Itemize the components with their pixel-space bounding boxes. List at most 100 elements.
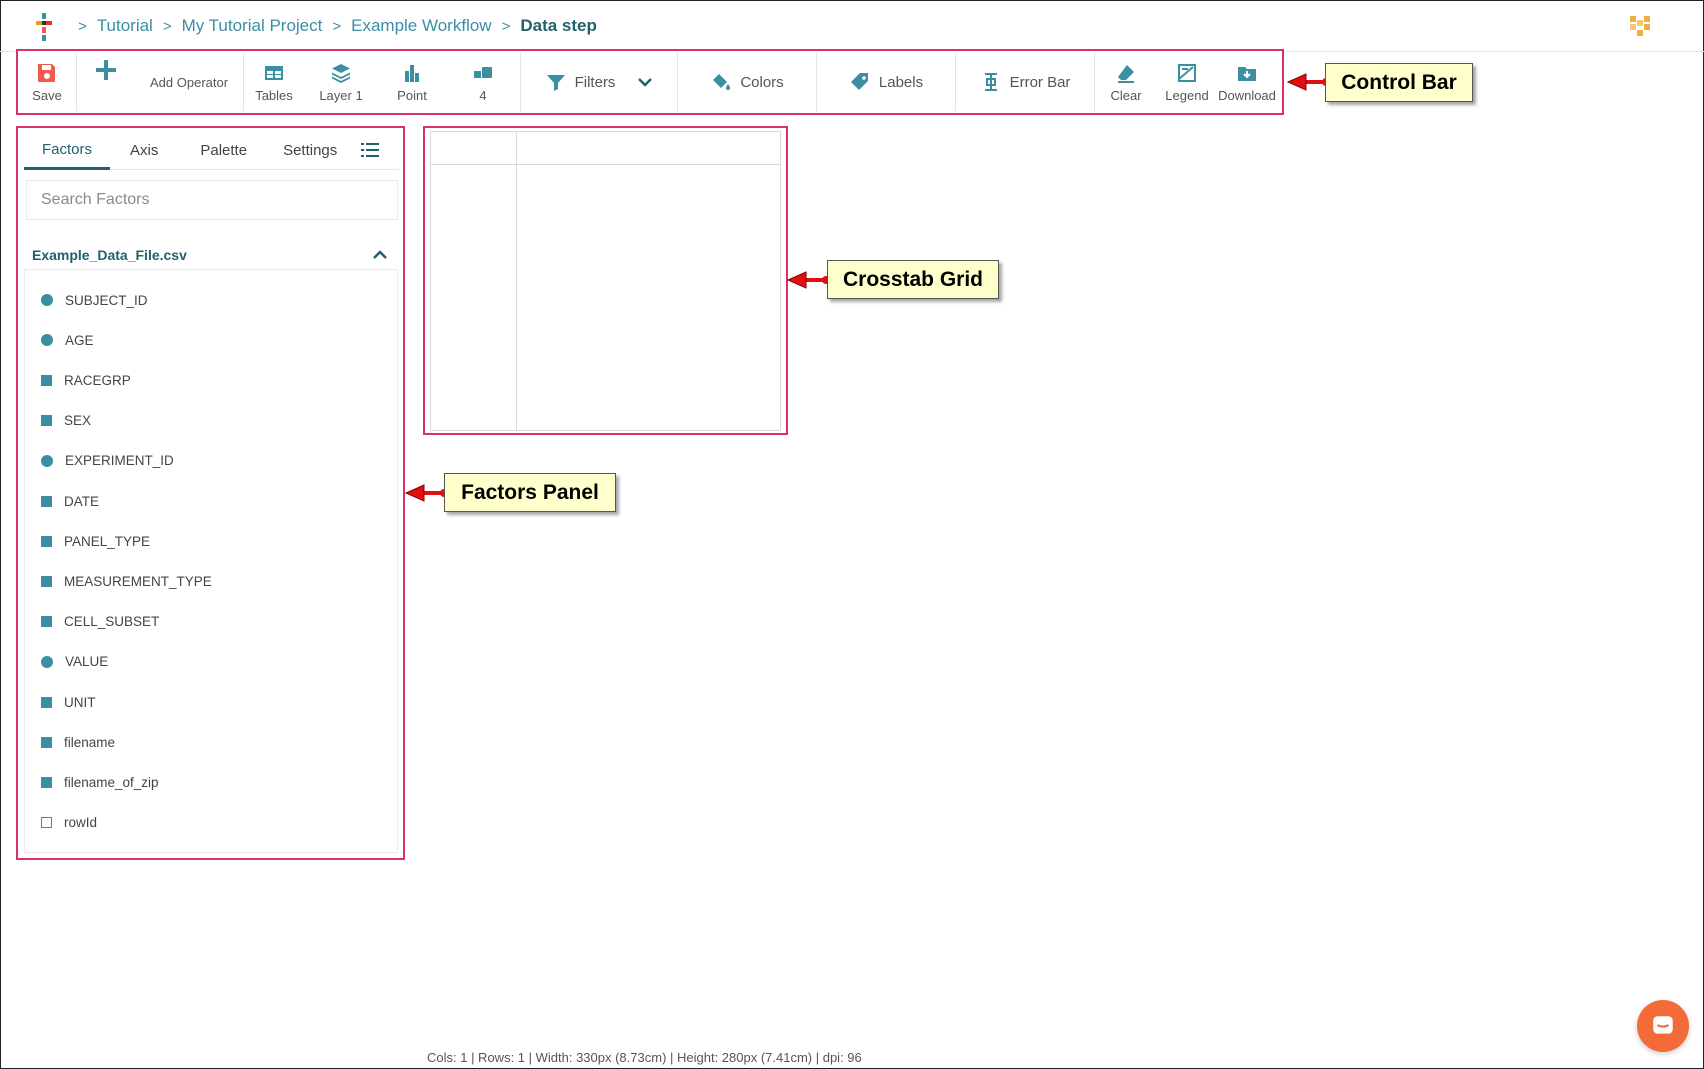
- layer-button[interactable]: Layer 1: [304, 51, 378, 113]
- download-button[interactable]: Download: [1217, 51, 1277, 113]
- factors-panel-callout: Factors Panel: [444, 473, 616, 512]
- numeric-factor-icon: [41, 655, 53, 668]
- divider: [955, 53, 956, 111]
- download-label: Download: [1218, 87, 1276, 103]
- clear-label: Clear: [1110, 87, 1142, 103]
- error-bar-icon: [984, 73, 997, 91]
- save-icon: [38, 63, 55, 82]
- legend-label: Legend: [1165, 87, 1209, 103]
- divider: [520, 53, 521, 111]
- size-button[interactable]: 4: [446, 51, 520, 113]
- breadcrumb-current: Data step: [520, 16, 597, 35]
- divider: [1094, 53, 1095, 111]
- colors-button[interactable]: Colors: [678, 51, 816, 113]
- divider: [76, 53, 77, 111]
- app-logo-icon[interactable]: [34, 13, 54, 41]
- crosstab-header-divider: [431, 164, 780, 165]
- factor-item[interactable]: VALUE: [25, 650, 108, 674]
- factor-label: DATE: [64, 493, 100, 509]
- factor-label: SEX: [64, 413, 92, 429]
- factor-list: SUBJECT_ID AGE RACEGRP SEX EXPERIMENT_ID DATE…: [24, 269, 398, 853]
- filter-icon: [546, 75, 565, 91]
- categorical-factor-icon: [41, 616, 52, 628]
- layer-label: Layer 1: [319, 87, 363, 103]
- tab-axis[interactable]: Axis: [130, 142, 159, 159]
- tables-button[interactable]: Tables: [244, 51, 304, 113]
- filters-label: Filters: [574, 73, 616, 91]
- chat-button[interactable]: [1637, 1000, 1689, 1052]
- breadcrumb-tutorial[interactable]: Tutorial: [96, 16, 153, 35]
- control-bar: Save Add Operator Tables Layer 1: [16, 49, 1284, 115]
- list-view-icon[interactable]: [361, 142, 379, 158]
- tab-factors[interactable]: Factors: [24, 132, 111, 170]
- factor-item[interactable]: filename_of_zip: [25, 770, 159, 794]
- tag-icon: [850, 73, 868, 90]
- factor-item[interactable]: MEASUREMENT_TYPE: [25, 569, 212, 593]
- factor-label: PANEL_TYPE: [64, 533, 151, 549]
- categorical-factor-icon: [41, 374, 52, 386]
- factor-item[interactable]: filename: [25, 730, 115, 754]
- factor-item[interactable]: SUBJECT_ID: [25, 288, 148, 312]
- factor-item[interactable]: SEX: [25, 409, 91, 433]
- save-label: Save: [32, 87, 62, 103]
- crosstab-callout: Crosstab Grid: [827, 260, 999, 299]
- factor-item[interactable]: UNIT: [25, 690, 96, 714]
- filters-button[interactable]: Filters: [521, 51, 677, 113]
- breadcrumb-separator: >: [162, 17, 172, 35]
- factors-panel-callout-text: Factors Panel: [461, 480, 599, 504]
- paint-bucket-icon: [713, 74, 731, 90]
- point-button[interactable]: Point: [378, 51, 446, 113]
- factor-label: MEASUREMENT_TYPE: [64, 573, 212, 589]
- add-operator-button[interactable]: Add Operator: [77, 51, 243, 113]
- chat-icon: [1653, 1016, 1673, 1034]
- breadcrumb-separator: >: [78, 17, 87, 35]
- breadcrumb-separator: >: [332, 17, 342, 35]
- table-icon: [265, 65, 283, 80]
- categorical-factor-icon: [41, 817, 52, 829]
- search-factors-input[interactable]: [26, 180, 398, 220]
- categorical-factor-icon: [41, 736, 52, 748]
- labels-label: Labels: [878, 73, 924, 91]
- layers-icon: [332, 63, 350, 83]
- breadcrumb-workflow[interactable]: Example Workflow: [351, 16, 492, 35]
- tab-palette[interactable]: Palette: [200, 142, 248, 159]
- categorical-factor-icon: [41, 495, 52, 507]
- chevron-down-icon[interactable]: [637, 76, 653, 88]
- factor-item[interactable]: EXPERIMENT_ID: [25, 449, 174, 473]
- factor-label: VALUE: [65, 654, 109, 670]
- chevron-up-icon[interactable]: [372, 249, 388, 261]
- crosstab-callout-arrow: [786, 271, 830, 289]
- factor-label: filename: [64, 734, 116, 750]
- divider: [677, 53, 678, 111]
- factor-item[interactable]: DATE: [25, 489, 99, 513]
- breadcrumb-separator: >: [501, 17, 511, 35]
- factor-item[interactable]: CELL_SUBSET: [25, 610, 159, 634]
- save-button[interactable]: Save: [18, 51, 76, 113]
- crosstab-grid[interactable]: [423, 126, 788, 435]
- labels-button[interactable]: Labels: [817, 51, 955, 113]
- factor-item[interactable]: PANEL_TYPE: [25, 529, 150, 553]
- error-bar-button[interactable]: Error Bar: [956, 51, 1094, 113]
- numeric-factor-icon: [41, 294, 53, 306]
- factor-label: filename_of_zip: [64, 774, 159, 790]
- status-bar: Cols: 1 | Rows: 1 | Width: 330px (8.73cm…: [427, 1050, 862, 1065]
- clear-button[interactable]: Clear: [1095, 51, 1157, 113]
- numeric-factor-icon: [41, 334, 53, 347]
- factor-item[interactable]: AGE: [25, 328, 94, 352]
- file-group-header[interactable]: Example_Data_File.csv: [32, 244, 394, 266]
- legend-button[interactable]: Legend: [1157, 51, 1217, 113]
- factor-item[interactable]: RACEGRP: [25, 368, 131, 392]
- legend-icon: [1178, 63, 1196, 82]
- crosstab-callout-text: Crosstab Grid: [842, 267, 984, 291]
- factor-label: rowId: [64, 815, 98, 831]
- breadcrumb-project[interactable]: My Tutorial Project: [181, 16, 323, 35]
- factor-label: EXPERIMENT_ID: [65, 453, 174, 469]
- tab-settings[interactable]: Settings: [283, 142, 338, 159]
- crosstab-table: [430, 131, 781, 431]
- numeric-factor-icon: [41, 454, 53, 467]
- user-menu-icon[interactable]: [1626, 12, 1654, 40]
- divider: [243, 53, 244, 111]
- factor-label: AGE: [65, 332, 94, 348]
- factor-item[interactable]: rowId: [25, 811, 97, 835]
- eraser-icon: [1118, 64, 1134, 83]
